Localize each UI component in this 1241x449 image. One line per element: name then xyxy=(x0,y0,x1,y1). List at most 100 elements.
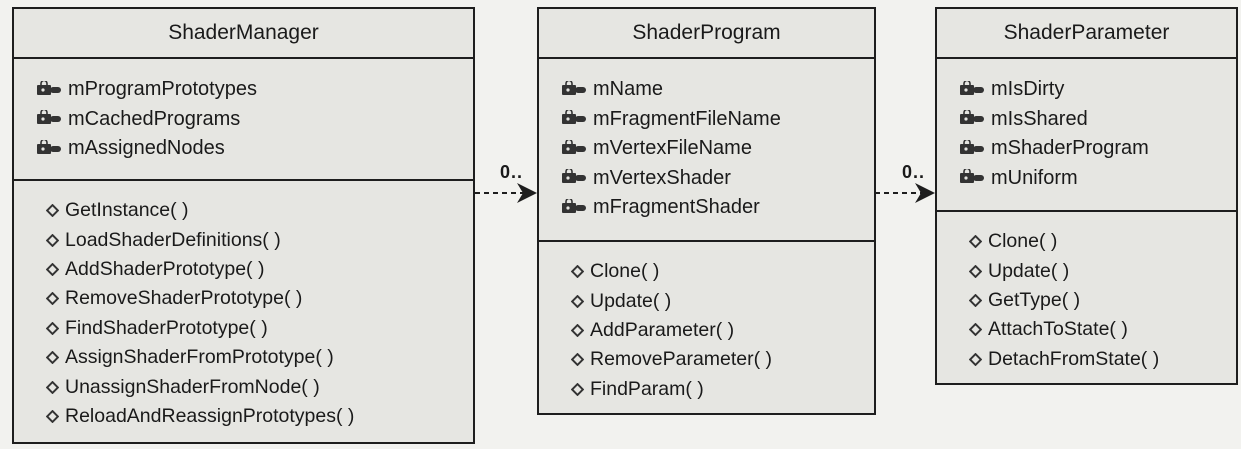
private-attribute-icon xyxy=(562,198,586,213)
class-shader-program: ShaderProgram mName mFragmentFileName mV… xyxy=(537,7,876,415)
attribute-name: mName xyxy=(593,78,664,101)
operation-row: DetachFromState( ) xyxy=(969,345,1236,374)
operation-name: Clone( ) xyxy=(590,260,660,283)
operation-name: Clone( ) xyxy=(988,230,1058,253)
operation-row: RemoveParameter( ) xyxy=(571,345,874,374)
attribute-row: mName xyxy=(561,75,874,105)
operation-row: AssignShaderFromPrototype( ) xyxy=(46,343,473,372)
private-attribute-icon xyxy=(37,110,61,125)
operation-row: LoadShaderDefinitions( ) xyxy=(46,225,473,254)
multiplicity-label: 0.. xyxy=(500,162,524,182)
operation-diamond-icon xyxy=(46,380,59,394)
attribute-name: mAssignedNodes xyxy=(68,137,225,160)
operation-name: FindParam( ) xyxy=(590,377,704,400)
operation-name: AssignShaderFromPrototype( ) xyxy=(65,346,334,369)
operation-name: GetInstance( ) xyxy=(65,199,189,222)
operation-name: AddParameter( ) xyxy=(590,318,735,341)
private-attribute-icon xyxy=(960,139,984,154)
attribute-compartment: mName mFragmentFileName mVertexFileName … xyxy=(539,59,874,242)
operation-name: Update( ) xyxy=(988,259,1070,282)
private-attribute-icon xyxy=(562,139,586,154)
operation-diamond-icon xyxy=(46,204,59,218)
operation-row: AttachToState( ) xyxy=(969,315,1236,344)
operation-diamond-icon xyxy=(571,382,584,396)
operation-diamond-icon xyxy=(46,233,59,247)
multiplicity-label: 0.. xyxy=(902,162,926,182)
operation-diamond-icon xyxy=(571,323,584,337)
private-attribute-icon xyxy=(562,169,586,184)
private-attribute-icon xyxy=(960,80,984,95)
operation-name: UnassignShaderFromNode( ) xyxy=(65,375,320,398)
private-attribute-icon xyxy=(562,110,586,125)
operation-compartment: Clone( ) Update( ) GetType( ) AttachToSt… xyxy=(937,212,1236,374)
attribute-row: mIsDirty xyxy=(959,75,1236,105)
attribute-compartment: mProgramPrototypes mCachedPrograms mAssi… xyxy=(14,59,473,181)
operation-name: GetType( ) xyxy=(988,288,1081,311)
operation-row: Clone( ) xyxy=(969,227,1236,256)
attribute-name: mFragmentShader xyxy=(593,196,760,219)
operation-diamond-icon xyxy=(571,294,584,308)
operation-row: FindShaderPrototype( ) xyxy=(46,314,473,343)
private-attribute-icon xyxy=(960,110,984,125)
attribute-row: mFragmentFileName xyxy=(561,105,874,135)
attribute-row: mAssignedNodes xyxy=(36,134,473,164)
operation-diamond-icon xyxy=(46,292,59,306)
attribute-name: mShaderProgram xyxy=(991,137,1149,160)
operation-diamond-icon xyxy=(571,353,584,367)
attribute-name: mIsShared xyxy=(991,107,1088,130)
attribute-row: mShaderProgram xyxy=(959,134,1236,164)
operation-name: AddShaderPrototype( ) xyxy=(65,257,265,280)
attribute-name: mIsDirty xyxy=(991,78,1065,101)
attribute-row: mCachedPrograms xyxy=(36,105,473,135)
operation-diamond-icon xyxy=(969,352,982,366)
class-name: ShaderProgram xyxy=(539,9,874,59)
operation-name: RemoveShaderPrototype( ) xyxy=(65,287,303,310)
class-name: ShaderParameter xyxy=(937,9,1236,59)
operation-compartment: Clone( ) Update( ) AddParameter( ) Remov… xyxy=(539,242,874,404)
operation-row: Clone( ) xyxy=(571,257,874,286)
attribute-row: mProgramPrototypes xyxy=(36,75,473,105)
operation-row: AddParameter( ) xyxy=(571,316,874,345)
attribute-row: mIsShared xyxy=(959,105,1236,135)
class-shader-manager: ShaderManager mProgramPrototypes mCached… xyxy=(12,7,475,444)
operation-diamond-icon xyxy=(969,235,982,249)
operation-row: Update( ) xyxy=(571,286,874,315)
operation-diamond-icon xyxy=(46,409,59,423)
operation-row: AddShaderPrototype( ) xyxy=(46,255,473,284)
operation-diamond-icon xyxy=(46,321,59,335)
attribute-name: mFragmentFileName xyxy=(593,107,781,130)
operation-row: GetInstance( ) xyxy=(46,196,473,225)
private-attribute-icon xyxy=(562,80,586,95)
operation-name: Update( ) xyxy=(590,289,672,312)
operation-diamond-icon xyxy=(969,264,982,278)
attribute-name: mUniform xyxy=(991,166,1078,189)
attribute-name: mProgramPrototypes xyxy=(68,78,257,101)
operation-diamond-icon xyxy=(969,293,982,307)
attribute-row: mVertexShader xyxy=(561,164,874,194)
operation-row: ReloadAndReassignPrototypes( ) xyxy=(46,402,473,431)
operation-row: UnassignShaderFromNode( ) xyxy=(46,372,473,401)
operation-name: AttachToState( ) xyxy=(988,318,1128,341)
attribute-name: mVertexFileName xyxy=(593,137,752,160)
attribute-name: mCachedPrograms xyxy=(68,107,241,130)
attribute-row: mUniform xyxy=(959,164,1236,194)
attribute-row: mVertexFileName xyxy=(561,134,874,164)
operation-row: RemoveShaderPrototype( ) xyxy=(46,284,473,313)
operation-name: DetachFromState( ) xyxy=(988,347,1160,370)
class-name: ShaderManager xyxy=(14,9,473,59)
operation-name: RemoveParameter( ) xyxy=(590,348,773,371)
operation-diamond-icon xyxy=(46,262,59,276)
operation-row: FindParam( ) xyxy=(571,375,874,404)
private-attribute-icon xyxy=(37,139,61,154)
operation-compartment: GetInstance( ) LoadShaderDefinitions( ) … xyxy=(14,181,473,431)
operation-name: ReloadAndReassignPrototypes( ) xyxy=(65,404,355,427)
operation-diamond-icon xyxy=(46,351,59,365)
attribute-name: mVertexShader xyxy=(593,166,731,189)
operation-row: Update( ) xyxy=(969,256,1236,285)
operation-name: LoadShaderDefinitions( ) xyxy=(65,228,281,251)
operation-row: GetType( ) xyxy=(969,286,1236,315)
operation-name: FindShaderPrototype( ) xyxy=(65,316,268,339)
private-attribute-icon xyxy=(37,80,61,95)
attribute-compartment: mIsDirty mIsShared mShaderProgram mUnifo… xyxy=(937,59,1236,212)
